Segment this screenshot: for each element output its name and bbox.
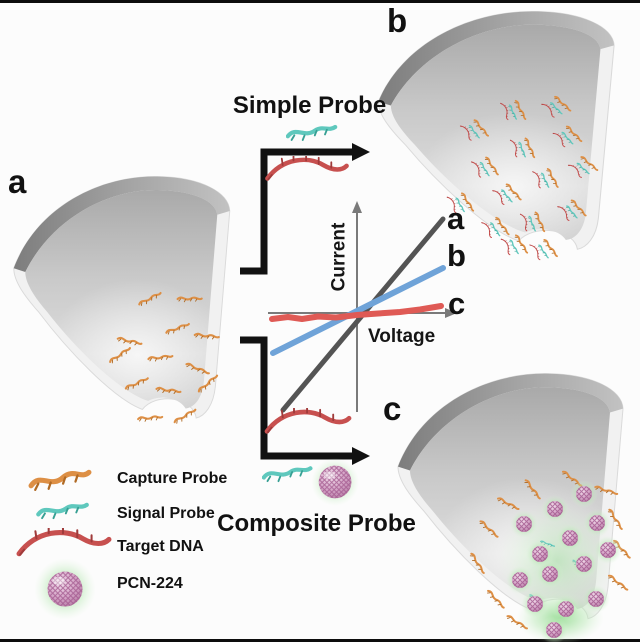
iv-line-b	[270, 265, 446, 356]
composite-probe-title: Composite Probe	[217, 510, 416, 537]
legend-label-pcn-224: PCN-224	[117, 575, 183, 592]
curve-label-a: a	[447, 201, 465, 236]
simple-probe-title: Simple Probe	[232, 92, 387, 119]
top-border	[0, 0, 640, 3]
x-axis-label: Voltage	[368, 326, 436, 347]
bottom-border	[0, 639, 640, 642]
capture-probe-icon	[28, 466, 92, 493]
curve-label-b: b	[447, 238, 466, 273]
composite-probe-icon	[262, 456, 362, 506]
pane-label-a: a	[8, 163, 27, 200]
y-axis-label: Current	[328, 222, 350, 292]
curve-label-c: c	[448, 286, 466, 321]
signal-probe-icon	[36, 502, 90, 521]
target-dna-icon	[264, 156, 350, 183]
legend-label-capture-probe: Capture Probe	[117, 470, 228, 487]
nanopore-cone-c	[392, 366, 631, 642]
iv-line-c	[269, 303, 444, 322]
iv-curve-chart	[268, 201, 457, 413]
pane-label-b: b	[387, 2, 408, 39]
simple-route-arrow	[240, 143, 370, 275]
composite-probes-cluster	[468, 467, 631, 642]
legend-label-signal-probe: Signal Probe	[117, 505, 215, 522]
signal-probe-icon	[286, 124, 338, 143]
target-dna-icon	[264, 408, 352, 436]
pane-label-c: c	[383, 390, 402, 427]
pcn-224-icon	[34, 558, 96, 620]
legend-label-target-dna: Target DNA	[117, 538, 204, 555]
composite-route-arrow	[240, 336, 370, 465]
